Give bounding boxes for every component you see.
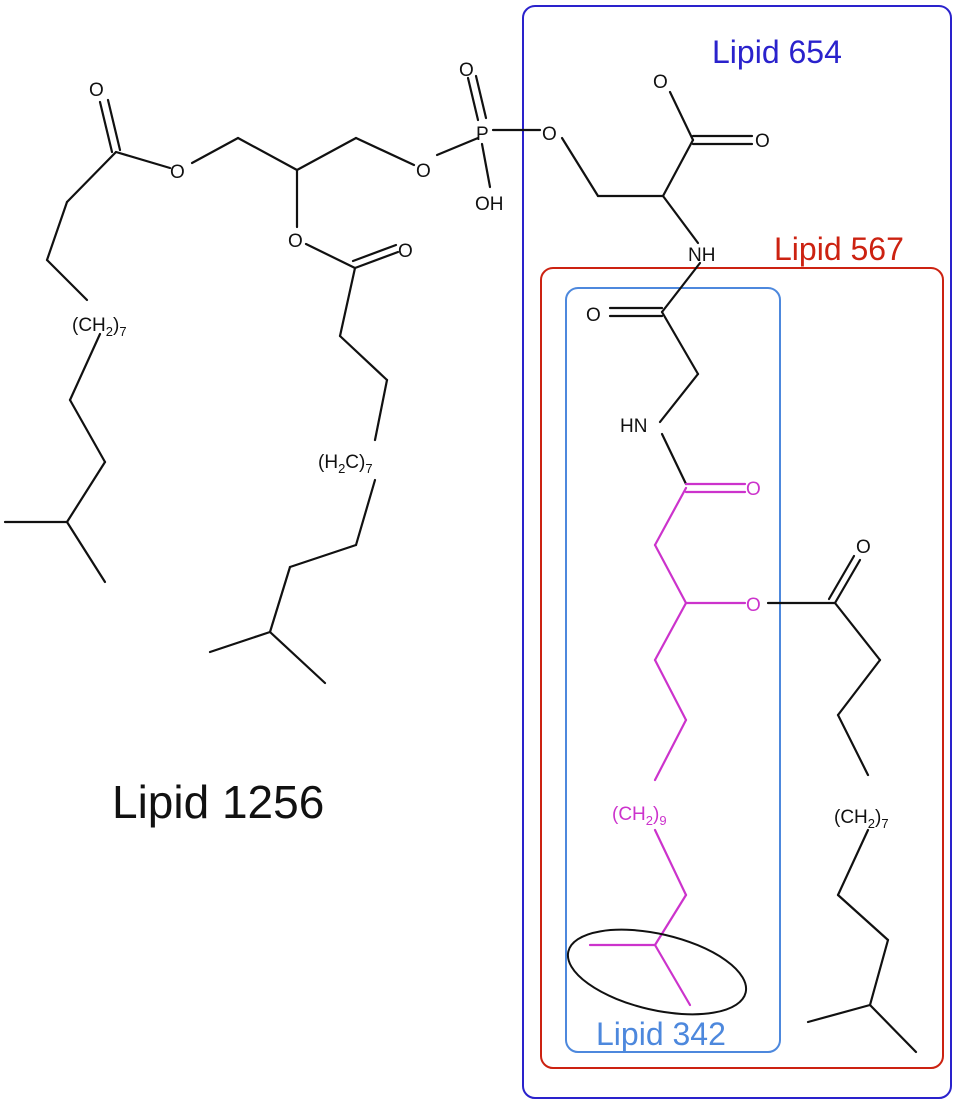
atom-o-acid-right: O	[755, 131, 770, 152]
lipid-654-box	[522, 5, 952, 1099]
atom-nh: NH	[688, 245, 715, 266]
atom-o-middle-carbonyl: O	[398, 241, 413, 262]
ch2-7-right-label: (CH2)7	[834, 807, 889, 831]
atom-o-serine-ester: O	[542, 124, 557, 145]
atom-o-phosphate-double: O	[459, 60, 474, 81]
magenta-bonds	[588, 482, 747, 1007]
lipid-342-label: Lipid 342	[596, 1016, 726, 1052]
ch2-9-magenta-label: (CH2)9	[612, 804, 667, 828]
atom-o-left-carbonyl: O	[89, 80, 104, 101]
atom-hn: HN	[620, 416, 647, 437]
lipid-1256-label: Lipid 1256	[112, 776, 324, 828]
atom-o-right-carbonyl: O	[856, 537, 871, 558]
atom-o-magenta-carbonyl: O	[746, 479, 761, 500]
atom-o-middle-ester: O	[288, 231, 303, 252]
atom-o-phosphate-ester: O	[416, 161, 431, 182]
atom-o-acid-top: O	[653, 72, 668, 93]
branch-highlight-ellipse	[566, 928, 748, 1016]
lipid-567-label: Lipid 567	[774, 231, 904, 267]
black-bonds	[3, 74, 918, 1054]
atom-o-amide: O	[586, 305, 601, 326]
lipid-654-label: Lipid 654	[712, 34, 842, 70]
atom-o-left-ester: O	[170, 162, 185, 183]
ch2-7-left-label: (CH2)7	[72, 315, 127, 339]
lipid-342-box	[565, 287, 781, 1053]
h2c-7-middle-label: (H2C)7	[318, 452, 373, 476]
atom-p: P	[476, 124, 489, 145]
lipid-567-box	[540, 267, 944, 1069]
atom-o-magenta-ester: O	[746, 595, 761, 616]
atom-oh: OH	[475, 194, 504, 215]
